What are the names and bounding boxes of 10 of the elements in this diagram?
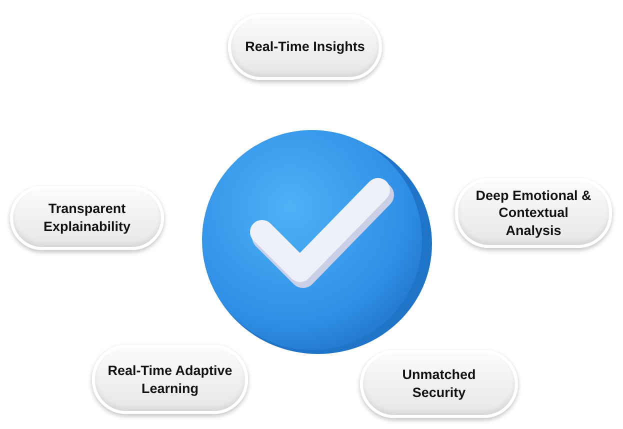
feature-label: Deep Emotional & Contextual Analysis	[474, 186, 592, 240]
feature-pill	[455, 178, 612, 248]
feature-pill	[92, 345, 248, 414]
feature-pill	[10, 186, 164, 250]
feature-label: Real-Time Adaptive Learning	[106, 362, 234, 398]
feature-label: Real-Time Insights	[244, 38, 366, 56]
feature-pill	[360, 350, 518, 418]
feature-label: Transparent Explainability	[42, 200, 132, 236]
feature-pill	[228, 14, 382, 80]
feature-label: Unmatched Security	[401, 366, 477, 402]
